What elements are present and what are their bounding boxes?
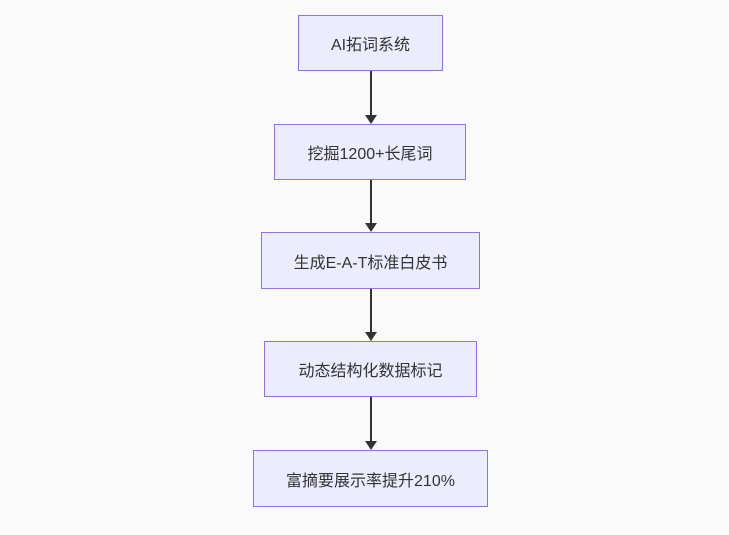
flow-node-ai-word-expansion-system: AI拓词系统: [298, 15, 443, 71]
flow-node-longtail-keyword-mining: 挖掘1200+长尾词: [274, 124, 466, 180]
arrow-head-down-icon: [364, 441, 377, 450]
flow-arrow-2: [364, 180, 377, 232]
arrow-head-down-icon: [364, 332, 377, 341]
flow-arrow-3: [364, 289, 377, 341]
flow-node-label: 动态结构化数据标记: [298, 363, 443, 380]
flow-arrow-4: [364, 397, 377, 450]
arrow-line: [369, 180, 372, 225]
arrow-line: [369, 289, 372, 334]
flow-node-eat-whitepaper-generation: 生成E-A-T标准白皮书: [261, 232, 480, 289]
flow-node-label: 生成E-A-T标准白皮书: [293, 254, 448, 272]
flow-node-label: AI拓词系统: [330, 37, 411, 54]
arrow-line: [369, 397, 372, 443]
arrow-head-down-icon: [364, 115, 377, 124]
arrow-head-down-icon: [364, 223, 377, 232]
flow-node-label: 富摘要展示率提升210%: [286, 472, 455, 490]
flow-node-dynamic-structured-data-markup: 动态结构化数据标记: [264, 341, 477, 397]
flow-node-rich-snippet-rate-increase: 富摘要展示率提升210%: [253, 450, 488, 507]
flow-node-label: 挖掘1200+长尾词: [307, 146, 433, 163]
arrow-line: [369, 71, 372, 117]
flow-arrow-1: [364, 71, 377, 124]
